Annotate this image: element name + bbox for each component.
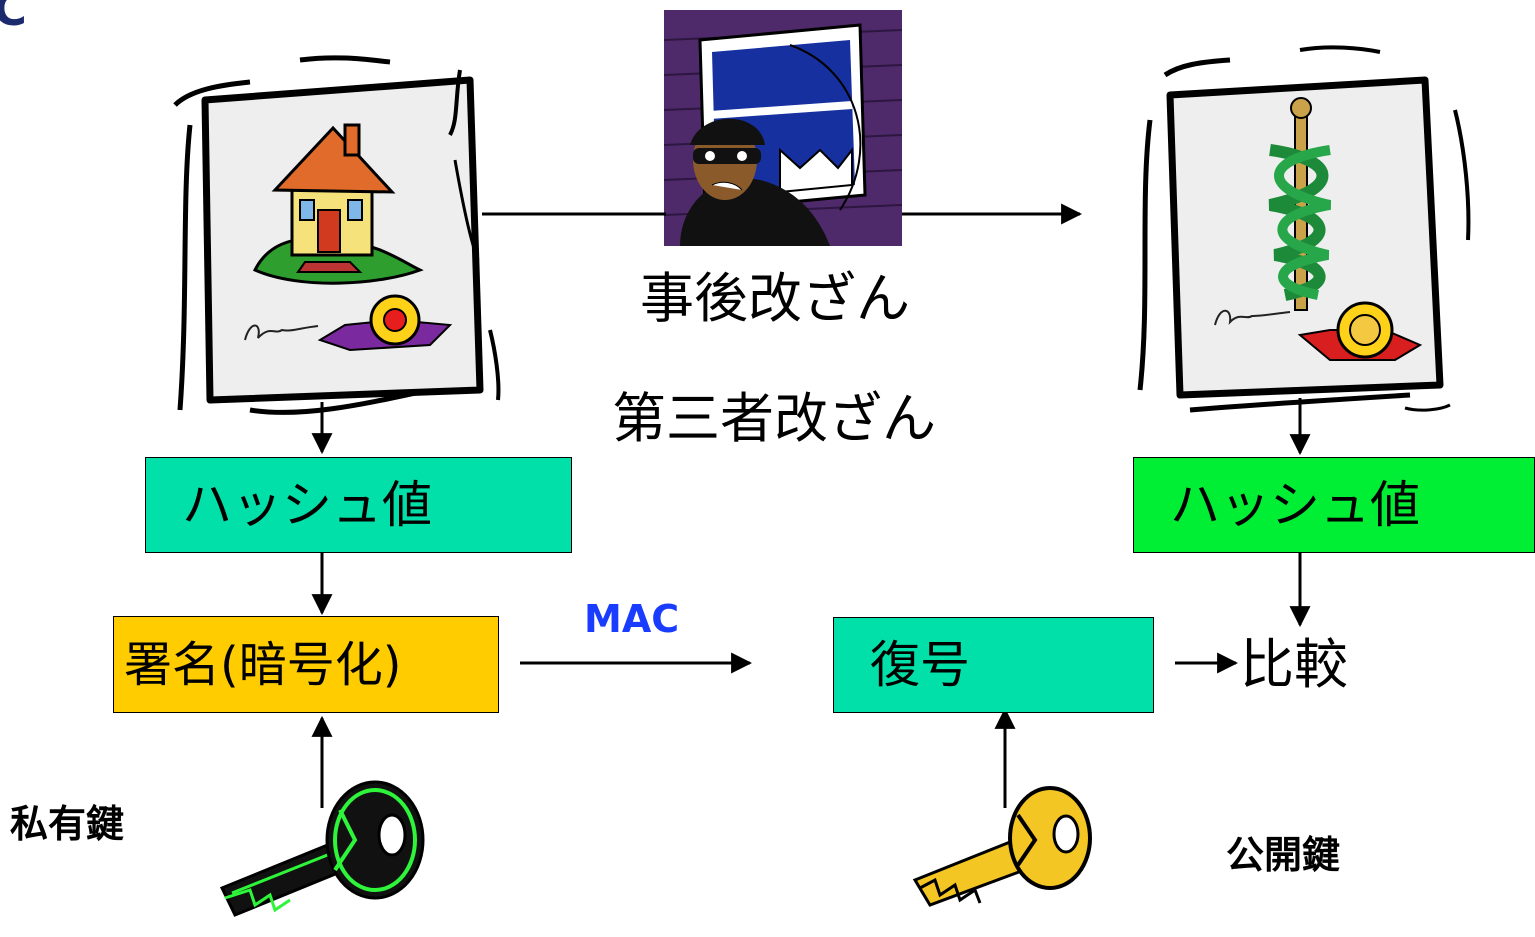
arrows xyxy=(311,203,1311,808)
mac-label: MAC xyxy=(584,597,680,641)
sign-encrypt-text: 署名(暗号化) xyxy=(124,636,402,693)
tamper-third-party-label: 第三者改ざん xyxy=(612,387,936,450)
public-key-label: 公開鍵 xyxy=(1226,833,1341,877)
hash-value-box-left: ハッシュ値 xyxy=(145,457,572,553)
sign-encrypt-box: 署名(暗号化) xyxy=(113,616,499,713)
thief-image-icon xyxy=(663,10,903,246)
public-key-icon xyxy=(912,786,1092,907)
certificate-house-icon xyxy=(173,55,501,415)
logo: JC xyxy=(0,0,27,36)
private-key-icon xyxy=(219,780,425,917)
hash-value-right-text: ハッシュ値 xyxy=(1170,476,1420,534)
certificate-caduceus-icon xyxy=(1137,45,1471,413)
hash-value-box-right: ハッシュ値 xyxy=(1133,457,1535,553)
decrypt-box: 復号 xyxy=(833,617,1154,713)
hash-value-left-text: ハッシュ値 xyxy=(182,476,432,534)
compare-label: 比較 xyxy=(1240,633,1348,696)
private-key-label: 私有鍵 xyxy=(10,802,125,846)
tamper-after-label: 事後改ざん xyxy=(640,267,910,330)
decrypt-text: 復号 xyxy=(870,636,970,694)
